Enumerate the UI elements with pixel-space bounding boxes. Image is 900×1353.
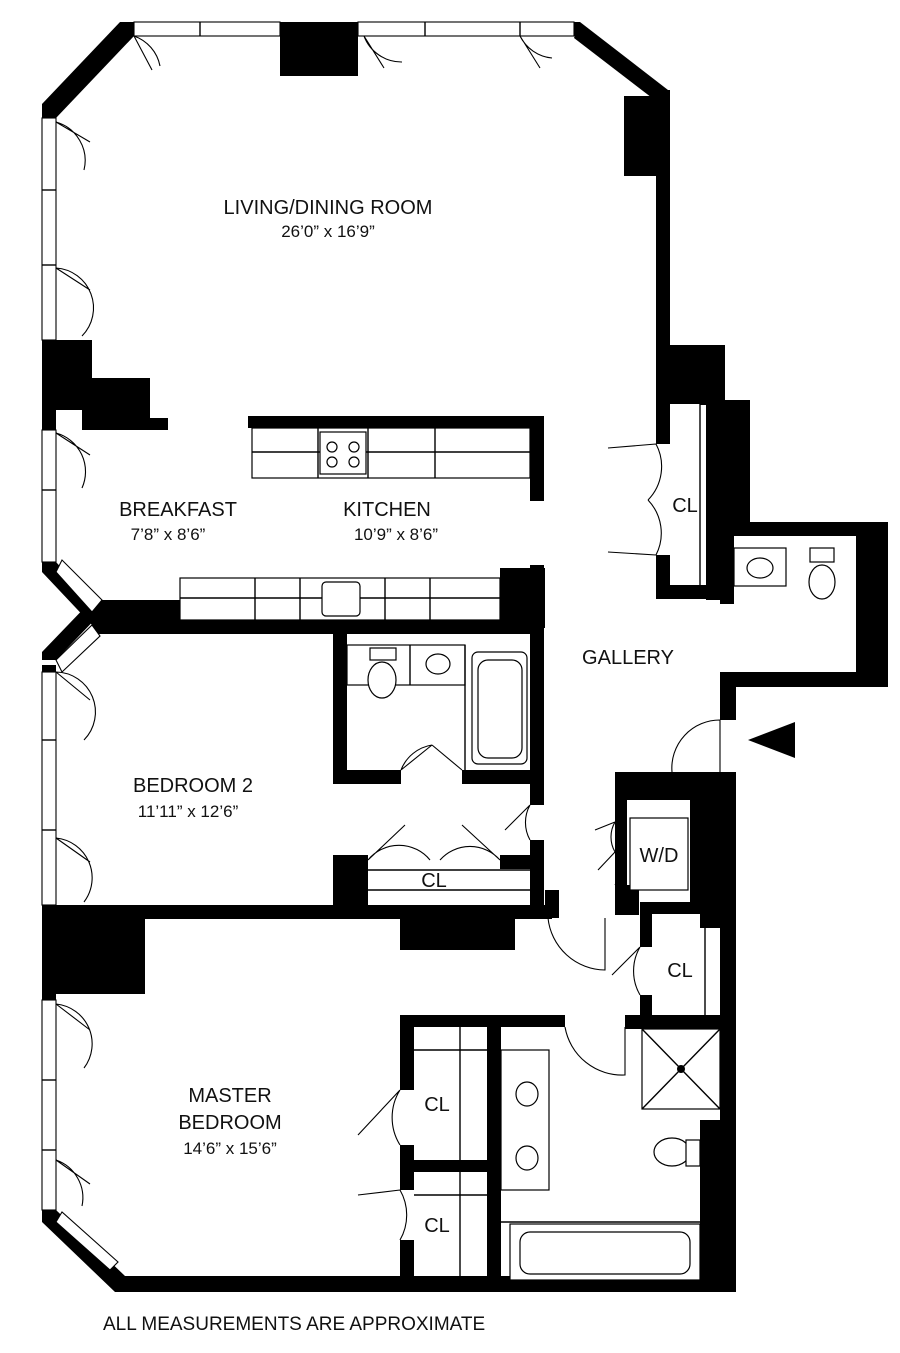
laundry-label: W/D bbox=[640, 845, 679, 867]
master-size: 14’6” x 15’6” bbox=[183, 1139, 277, 1158]
master-name-line1: MASTER bbox=[188, 1085, 271, 1107]
closet-label-master-2: CL bbox=[424, 1215, 450, 1237]
closet-label-gallery: CL bbox=[672, 495, 698, 517]
closet-label-master-1: CL bbox=[424, 1094, 450, 1116]
kitchen-size: 10’9” x 8’6” bbox=[354, 525, 438, 544]
master-name-line2: BEDROOM bbox=[178, 1112, 281, 1134]
bathroom-fixtures bbox=[346, 547, 836, 1281]
breakfast-size: 7’8” x 8’6” bbox=[131, 525, 206, 544]
breakfast-name: BREAKFAST bbox=[119, 499, 237, 521]
closet-label-bedroom2: CL bbox=[421, 870, 447, 892]
footer-note: ALL MEASUREMENTS ARE APPROXIMATE bbox=[103, 1314, 485, 1335]
bedroom2-name: BEDROOM 2 bbox=[133, 775, 253, 797]
bedroom2-size: 11’11” x 12’6” bbox=[138, 802, 239, 821]
windows bbox=[41, 21, 575, 1271]
window-swings bbox=[55, 35, 553, 1207]
kitchen-counters bbox=[179, 427, 531, 621]
living-room-size: 26’0” x 16’9” bbox=[281, 222, 375, 241]
entry-arrow-icon bbox=[748, 722, 795, 758]
living-room-name: LIVING/DINING ROOM bbox=[224, 197, 433, 219]
closet-interiors bbox=[348, 404, 706, 1276]
closet-label-hall: CL bbox=[667, 960, 693, 982]
doors bbox=[357, 443, 721, 1241]
walls bbox=[42, 22, 888, 1292]
gallery-name: GALLERY bbox=[582, 647, 674, 669]
kitchen-name: KITCHEN bbox=[343, 499, 431, 521]
